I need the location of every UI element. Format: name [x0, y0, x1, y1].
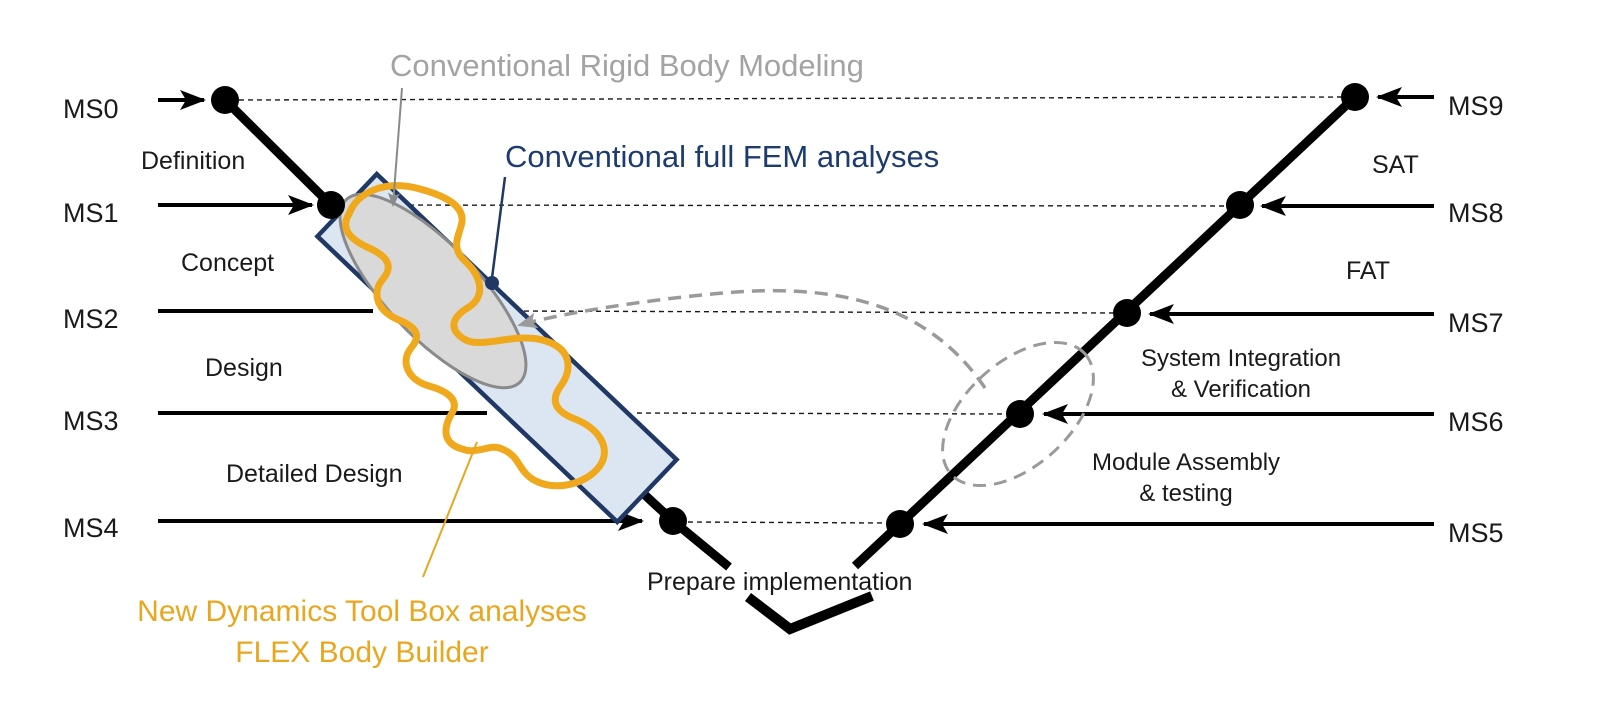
phase-module-assembly: Module Assembly & testing	[1076, 447, 1296, 509]
milestone-label-ms7: MS7	[1448, 308, 1504, 338]
phase-sat: SAT	[1372, 151, 1419, 179]
dotted-level-lines	[238, 96, 1342, 524]
title-rigid-body-modeling: Conventional Rigid Body Modeling	[390, 48, 864, 83]
milestone-arrows-left	[158, 90, 644, 531]
milestone-label-ms2: MS2	[63, 304, 119, 334]
ms8-dot	[1226, 191, 1254, 219]
title-toolbox-block: New Dynamics Tool Box analyses FLEX Body…	[86, 591, 638, 673]
feedback-dashed-arrow	[517, 288, 987, 389]
phase-system-integration: System Integration & Verification	[1126, 343, 1356, 405]
fem-leader-dot	[485, 276, 499, 290]
verification-dashed-ellipse	[941, 340, 1095, 488]
milestone-label-ms3: MS3	[63, 406, 119, 436]
milestone-label-ms9: MS9	[1448, 91, 1504, 121]
phase-concept: Concept	[181, 249, 275, 277]
ms6-dot	[1006, 400, 1034, 428]
title-toolbox-line1: New Dynamics Tool Box analyses	[137, 595, 587, 628]
title-toolbox-line2: FLEX Body Builder	[235, 636, 489, 669]
ms4-dot	[659, 507, 687, 535]
milestone-label-ms5: MS5	[1448, 518, 1504, 548]
phase-fat: FAT	[1346, 257, 1390, 285]
milestone-label-ms8: MS8	[1448, 198, 1504, 228]
ms1-dot	[317, 191, 345, 219]
dotted-line-ms0-ms9	[238, 96, 1342, 101]
dotted-line-ms4-ms5	[687, 521, 887, 524]
milestone-arrows-right	[922, 87, 1434, 534]
ms5-dot	[886, 510, 914, 538]
milestone-dots	[211, 83, 1369, 538]
dotted-line-ms1-ms8	[345, 204, 1227, 207]
milestone-label-ms4: MS4	[63, 513, 119, 543]
rigid-body-leader-line	[387, 87, 403, 207]
phase-definition: Definition	[141, 147, 246, 175]
ms0-dot	[211, 86, 239, 114]
phase-system-integration-line1: System Integration	[1140, 345, 1342, 372]
phase-design: Design	[205, 354, 283, 382]
fem-leader-line	[490, 176, 507, 279]
dotted-line-ms3-ms6	[636, 412, 1007, 415]
ms7-dot	[1113, 299, 1141, 327]
ms9-dot	[1341, 83, 1369, 111]
v-bottom-chevron	[744, 591, 874, 635]
phase-module-assembly-line2: & testing	[1139, 480, 1233, 507]
milestone-label-ms6: MS6	[1448, 407, 1504, 437]
toolbox-leader-line	[422, 441, 478, 578]
milestone-label-ms1: MS1	[63, 198, 119, 228]
dotted-line-ms2-ms7	[505, 310, 1114, 314]
milestone-label-ms0: MS0	[63, 94, 119, 124]
toolbox-zone-blob	[342, 182, 608, 490]
phase-detailed-design: Detailed Design	[226, 460, 403, 488]
title-full-fem-analyses: Conventional full FEM analyses	[505, 139, 940, 174]
phase-prepare-implementation: Prepare implementation	[647, 568, 913, 596]
phase-system-integration-line2: & Verification	[1170, 376, 1312, 403]
phase-module-assembly-line1: Module Assembly	[1091, 449, 1281, 476]
